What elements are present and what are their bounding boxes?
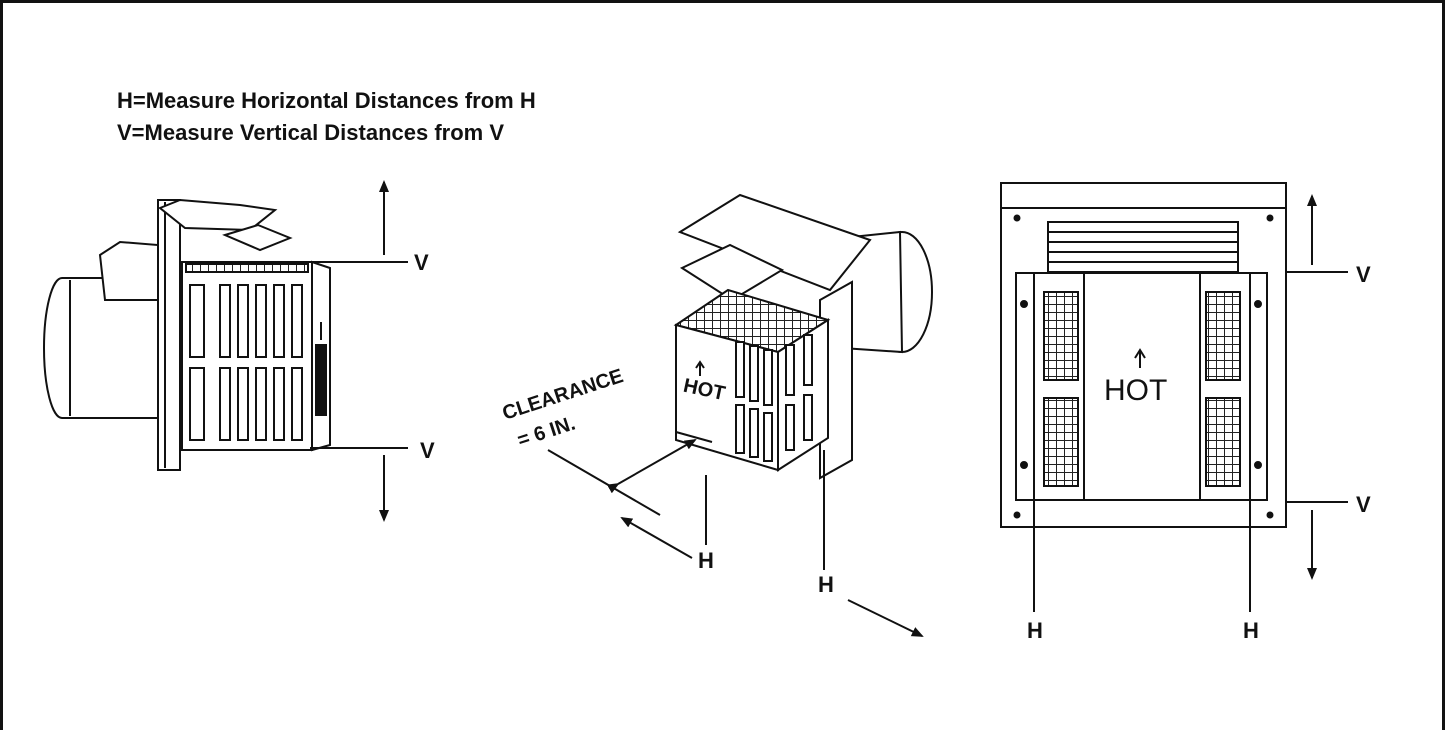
- front-hot-arrow-icon: [1134, 348, 1146, 368]
- left-v-bottom-label: V: [420, 438, 435, 463]
- clearance-reference-line: [547, 449, 661, 516]
- side-view-terminal: [43, 198, 331, 471]
- double-arrow-icon: [606, 439, 697, 494]
- left-v-top-label: V: [414, 250, 429, 275]
- middle-h-front-tick: [675, 431, 713, 443]
- right-v-bottom-label: V: [1356, 492, 1371, 517]
- front-hot-label: HOT: [1104, 374, 1167, 407]
- front-view-terminal: [1000, 182, 1287, 528]
- middle-h-left-label: H: [698, 548, 714, 573]
- legend-vertical: V=Measure Vertical Distances from V: [117, 120, 504, 145]
- middle-h-right-label: H: [818, 572, 834, 597]
- isometric-view-terminal: [673, 193, 933, 480]
- right-h-right-label: H: [1243, 618, 1259, 643]
- right-h-left-label: H: [1027, 618, 1043, 643]
- hot-arrow-icon: [695, 360, 705, 376]
- right-v-top-label: V: [1356, 262, 1371, 287]
- middle-h-left-arrow: [620, 517, 693, 559]
- middle-h-right-arrow: [847, 599, 924, 637]
- legend-horizontal: H=Measure Horizontal Distances from H: [117, 88, 536, 113]
